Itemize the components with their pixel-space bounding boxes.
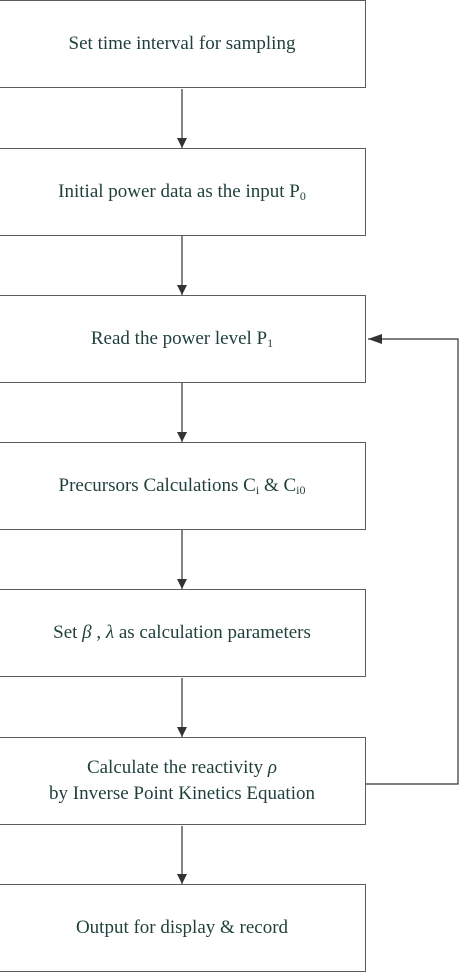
step-6-line-1: Calculate the reactivity xyxy=(86,757,268,778)
step-5-suffix: as calculation parameters xyxy=(114,622,311,643)
rho-symbol: ρ xyxy=(267,757,278,778)
step-5-comma: , xyxy=(91,622,106,643)
step-set-time-interval: Set time interval for sampling xyxy=(0,0,366,88)
step-calculate-reactivity: Calculate the reactivity ρ by Inverse Po… xyxy=(0,737,366,825)
step-4-mid: & C xyxy=(259,475,297,496)
feedback-loop-arrow xyxy=(366,334,459,785)
step-4-text: Precursors Calculations C xyxy=(58,475,256,496)
step-precursors-calculations: Precursors Calculations Ci & Ci0 xyxy=(0,442,366,530)
step-3-subscript: 1 xyxy=(267,336,274,350)
step-read-power-level: Read the power level P1 xyxy=(0,295,366,383)
step-set-parameters: Set β , λ as calculation parameters xyxy=(0,589,366,677)
step-initial-power: Initial power data as the input P0 xyxy=(0,148,366,236)
lambda-symbol: λ xyxy=(105,622,115,643)
step-output: Output for display & record xyxy=(0,884,366,972)
step-2-text: Initial power data as the input P xyxy=(58,181,300,202)
step-4-subscript-i0: i0 xyxy=(296,483,306,497)
step-1-text: Set time interval for sampling xyxy=(68,33,296,54)
step-7-text: Output for display & record xyxy=(75,917,289,938)
beta-symbol: β xyxy=(82,622,92,643)
step-6-line-2: by Inverse Point Kinetics Equation xyxy=(49,783,315,804)
step-5-prefix: Set xyxy=(53,622,83,643)
step-2-subscript: 0 xyxy=(299,189,306,203)
step-3-text: Read the power level P xyxy=(90,328,268,349)
step-4-subscript-i: i xyxy=(255,483,260,497)
